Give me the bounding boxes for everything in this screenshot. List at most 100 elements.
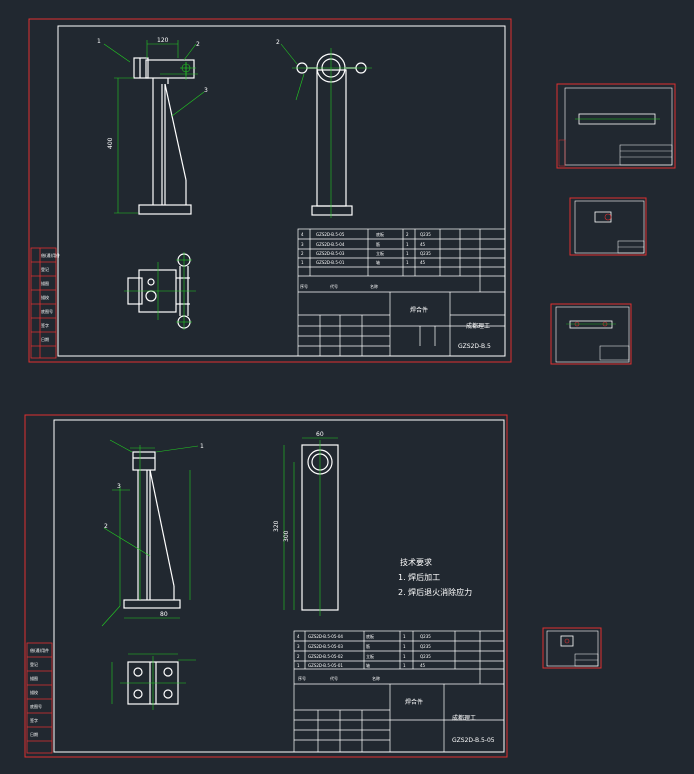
svg-text:底板: 底板 xyxy=(376,231,384,237)
svg-text:名称: 名称 xyxy=(370,283,378,289)
svg-text:2: 2 xyxy=(301,251,304,256)
dim-base: 80 xyxy=(160,611,168,618)
weld-side-labels: 60 320 300 xyxy=(273,431,324,542)
balloon-side-a: 2 xyxy=(276,39,280,46)
sheet-1-drawing-name: 焊合件 xyxy=(410,306,428,314)
svg-text:代号: 代号 xyxy=(330,283,338,289)
sheet-2-inner-frame xyxy=(53,419,505,753)
dim-height: 400 xyxy=(107,137,114,149)
sheet-2-drawing-name: 焊合件 xyxy=(405,698,423,706)
svg-text:3: 3 xyxy=(301,242,304,247)
svg-text:筋: 筋 xyxy=(366,643,370,649)
dim-top-width: 120 xyxy=(157,37,169,44)
svg-text:Q235: Q235 xyxy=(420,251,431,256)
svg-text:Q235: Q235 xyxy=(420,654,431,659)
svg-text:GZS2D-B.5-05: GZS2D-B.5-05 xyxy=(316,232,345,237)
svg-text:2: 2 xyxy=(297,654,300,659)
balloon-2-3: 3 xyxy=(117,483,121,490)
weld-front-labels: 1 3 2 80 xyxy=(104,443,204,618)
bracket-front-view[interactable] xyxy=(133,57,195,215)
thumbnail-sheet-a[interactable] xyxy=(556,83,676,169)
svg-text:3: 3 xyxy=(297,644,300,649)
sheet-2-title-block xyxy=(293,630,505,753)
svg-text:借(通)用件: 借(通)用件 xyxy=(41,252,60,258)
svg-text:1: 1 xyxy=(301,260,304,265)
thumbnail-sheet-b[interactable] xyxy=(569,197,647,256)
sheet-2-outer-frame xyxy=(24,414,508,758)
top-view-center-lines xyxy=(124,252,196,330)
svg-text:GZS2D-B.5-05-01: GZS2D-B.5-05-01 xyxy=(308,663,343,668)
svg-text:签字: 签字 xyxy=(41,322,49,328)
weld-top-dims xyxy=(111,653,196,710)
svg-text:代号: 代号 xyxy=(330,675,338,681)
sheet-1-company: 成都理工 xyxy=(466,322,490,330)
dim-side-height-b: 300 xyxy=(283,530,290,542)
sheet-1-side-table xyxy=(30,247,57,359)
svg-text:签字: 签字 xyxy=(30,717,38,723)
svg-text:描校: 描校 xyxy=(41,294,49,300)
svg-text:Q235: Q235 xyxy=(420,634,431,639)
svg-text:日期: 日期 xyxy=(30,731,38,737)
balloon-2: 2 xyxy=(196,41,200,48)
svg-text:借(通)用件: 借(通)用件 xyxy=(30,647,49,653)
svg-text:GZS2D-B.5-03: GZS2D-B.5-03 xyxy=(316,251,345,256)
svg-text:1: 1 xyxy=(403,634,406,639)
svg-text:描图: 描图 xyxy=(30,675,38,681)
svg-text:Q235: Q235 xyxy=(420,644,431,649)
thumbnail-sheet-c[interactable] xyxy=(550,303,632,365)
svg-text:底板: 底板 xyxy=(366,633,374,639)
tech-requirements: 技术要求 1. 焊后加工 2. 焊后退火消除应力 xyxy=(398,557,472,597)
tech-req-item-2: 2. 焊后退火消除应力 xyxy=(398,587,472,597)
svg-text:1: 1 xyxy=(403,663,406,668)
svg-text:45: 45 xyxy=(420,260,426,265)
dim-side-top: 60 xyxy=(316,431,324,438)
balloon-3: 3 xyxy=(204,87,208,94)
svg-text:1: 1 xyxy=(406,260,409,265)
svg-text:轴: 轴 xyxy=(376,259,380,265)
thumbnail-sheet-d[interactable] xyxy=(542,627,602,669)
svg-text:1: 1 xyxy=(406,242,409,247)
sheet-2-company: 成都理工 xyxy=(452,714,476,722)
svg-text:1: 1 xyxy=(403,644,406,649)
svg-text:立板: 立板 xyxy=(366,653,374,659)
svg-text:45: 45 xyxy=(420,242,426,247)
svg-text:1: 1 xyxy=(403,654,406,659)
svg-text:GZS2D-B.5-01: GZS2D-B.5-01 xyxy=(316,260,345,265)
front-view-center-lines xyxy=(180,62,196,76)
svg-text:1: 1 xyxy=(297,663,300,668)
weld-front-view[interactable] xyxy=(123,451,181,609)
front-view-dims xyxy=(103,40,205,214)
dim-side-height-a: 320 xyxy=(273,520,280,532)
svg-text:底图号: 底图号 xyxy=(30,703,42,709)
balloon-2-1: 1 xyxy=(200,443,204,450)
bracket-side-view[interactable] xyxy=(296,53,367,216)
sheet-1-title-block xyxy=(297,228,506,357)
svg-text:立板: 立板 xyxy=(376,250,384,256)
svg-text:名称: 名称 xyxy=(372,675,380,681)
balloon-1: 1 xyxy=(97,38,101,45)
weld-front-dims xyxy=(101,439,199,627)
balloon-2-2: 2 xyxy=(104,523,108,530)
svg-text:描图: 描图 xyxy=(41,280,49,286)
svg-text:Q235: Q235 xyxy=(420,232,431,237)
svg-text:1: 1 xyxy=(406,251,409,256)
sheet-1-drawing-code: GZS2D-B.5 xyxy=(458,343,491,350)
svg-text:日期: 日期 xyxy=(41,336,49,342)
sheet-2-side-table xyxy=(26,642,53,754)
tech-req-title: 技术要求 xyxy=(400,557,432,567)
svg-text:轴: 轴 xyxy=(366,662,370,668)
tech-req-item-1: 1. 焊后加工 xyxy=(398,572,440,582)
svg-text:GZS2D-B.5-04: GZS2D-B.5-04 xyxy=(316,242,345,247)
svg-text:4: 4 xyxy=(297,634,300,639)
svg-text:序号: 序号 xyxy=(300,283,308,289)
front-view-labels: 120 400 1 2 3 xyxy=(97,37,208,149)
sheet-1-outer-frame xyxy=(28,18,512,363)
svg-text:GZS2D-B.5-05-04: GZS2D-B.5-05-04 xyxy=(308,634,343,639)
